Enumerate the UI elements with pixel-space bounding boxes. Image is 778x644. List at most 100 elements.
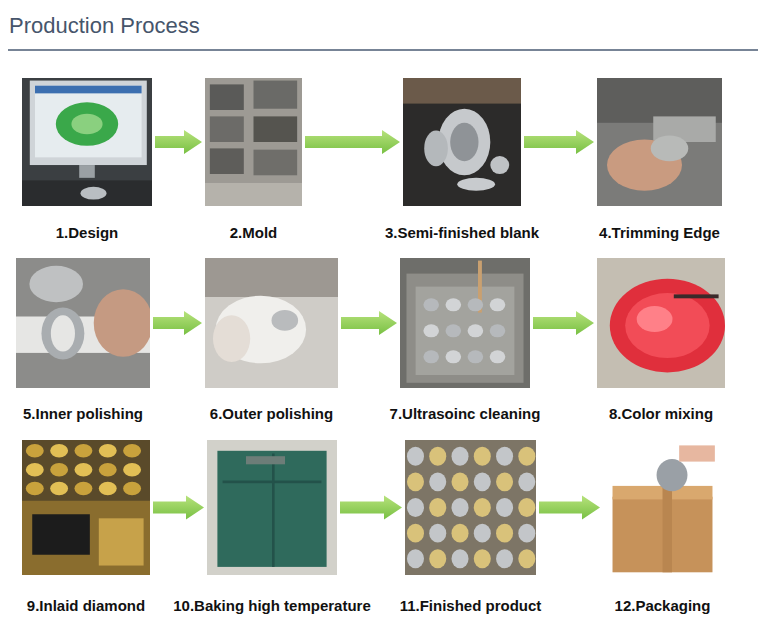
- photo-shape: [490, 298, 506, 311]
- process-step: 11.Finished product: [405, 440, 536, 575]
- photo-shape: [407, 472, 424, 491]
- photo-shape: [123, 463, 141, 477]
- photo-shape: [400, 258, 530, 388]
- step-caption: 7.Ultrasoinc cleaning: [390, 405, 541, 423]
- photo-shape: [625, 293, 709, 358]
- step-caption: 3.Semi-finished blank: [385, 224, 539, 242]
- flow-arrow: [153, 496, 204, 520]
- photo-shape: [490, 156, 509, 174]
- step-caption: 1.Design: [56, 224, 119, 242]
- photo-shape: [22, 440, 150, 501]
- step-photo: [22, 440, 150, 575]
- flow-arrow: [341, 311, 397, 335]
- photo-shape: [74, 444, 92, 458]
- photo-shape: [205, 258, 338, 297]
- photo-shape: [518, 524, 535, 543]
- step-caption: 2.Mold: [230, 224, 278, 242]
- process-step: 12.Packaging: [603, 440, 722, 575]
- photo-shape: [272, 310, 299, 331]
- step-caption: 6.Outer polishing: [210, 405, 333, 423]
- photo-shape: [35, 86, 142, 158]
- photo-shape: [597, 78, 722, 206]
- photo-shape: [407, 549, 424, 568]
- photo-shape: [210, 84, 244, 110]
- photo-shape: [468, 298, 484, 311]
- photo-shape: [474, 549, 491, 568]
- step-photo: [400, 258, 530, 388]
- photo-shape: [50, 463, 68, 477]
- photo-shape: [679, 445, 715, 461]
- photo-shape: [246, 456, 285, 464]
- step-photo: [205, 78, 302, 206]
- photo-shape: [452, 447, 469, 466]
- photo-shape: [254, 150, 298, 176]
- photo-shape: [123, 444, 141, 458]
- photo-shape: [496, 498, 513, 517]
- photo-shape: [657, 459, 688, 491]
- photo-shape: [452, 524, 469, 543]
- photo-shape: [429, 472, 446, 491]
- photo-shape: [205, 258, 338, 388]
- photo-shape: [22, 180, 152, 206]
- step-photo: [597, 78, 722, 206]
- photo-shape: [457, 178, 495, 191]
- photo-shape: [210, 148, 244, 174]
- photo-shape: [35, 86, 142, 94]
- step-caption: 11.Finished product: [400, 597, 542, 615]
- step-caption: 4.Trimming Edge: [599, 224, 720, 242]
- flow-arrow: [524, 130, 594, 154]
- photo-shape: [22, 440, 150, 575]
- photo-shape: [597, 258, 725, 388]
- photo-shape: [26, 482, 44, 496]
- photo-shape: [32, 514, 90, 555]
- process-step: 7.Ultrasoinc cleaning: [400, 258, 530, 388]
- step-photo: [405, 440, 536, 575]
- photo-shape: [74, 463, 92, 477]
- step-caption: 5.Inner polishing: [23, 405, 143, 423]
- step-photo: [403, 78, 521, 206]
- photo-shape: [405, 440, 536, 575]
- step-photo: [22, 78, 152, 206]
- step-photo: [207, 440, 337, 575]
- flow-arrow: [153, 311, 202, 335]
- photo-shape: [423, 298, 439, 311]
- photo-shape: [254, 116, 298, 142]
- photo-shape: [490, 324, 506, 337]
- photo-shape: [452, 472, 469, 491]
- photo-shape: [424, 130, 448, 166]
- flow-arrow: [155, 130, 202, 154]
- photo-shape: [518, 549, 535, 568]
- step-photo: [16, 258, 150, 388]
- photo-shape: [29, 266, 83, 302]
- photo-shape: [26, 444, 44, 458]
- photo-shape: [94, 289, 150, 357]
- flow-arrow: [340, 496, 402, 520]
- step-caption: 8.Color mixing: [609, 405, 713, 423]
- photo-shape: [407, 447, 424, 466]
- photo-shape: [403, 78, 521, 206]
- process-step: 5.Inner polishing: [16, 258, 150, 388]
- photo-shape: [272, 454, 275, 567]
- photo-shape: [99, 518, 144, 565]
- photo-shape: [99, 444, 117, 458]
- photo-shape: [51, 315, 75, 351]
- photo-shape: [474, 472, 491, 491]
- photo-shape: [210, 116, 244, 142]
- photo-shape: [446, 324, 462, 337]
- step-caption: 12.Packaging: [615, 597, 711, 615]
- photo-shape: [416, 287, 515, 375]
- step-caption: 9.Inlaid diamond: [27, 597, 145, 615]
- photo-shape: [50, 482, 68, 496]
- process-step: 8.Color mixing: [597, 258, 725, 388]
- photo-shape: [496, 524, 513, 543]
- photo-shape: [81, 187, 107, 200]
- process-step: 10.Baking high temperature: [207, 440, 337, 575]
- photo-shape: [407, 274, 524, 383]
- process-step: 6.Outer polishing: [205, 258, 338, 388]
- photo-shape: [603, 440, 722, 575]
- photo-shape: [205, 78, 302, 206]
- photo-shape: [452, 498, 469, 517]
- photo-shape: [407, 498, 424, 517]
- photo-shape: [423, 324, 439, 337]
